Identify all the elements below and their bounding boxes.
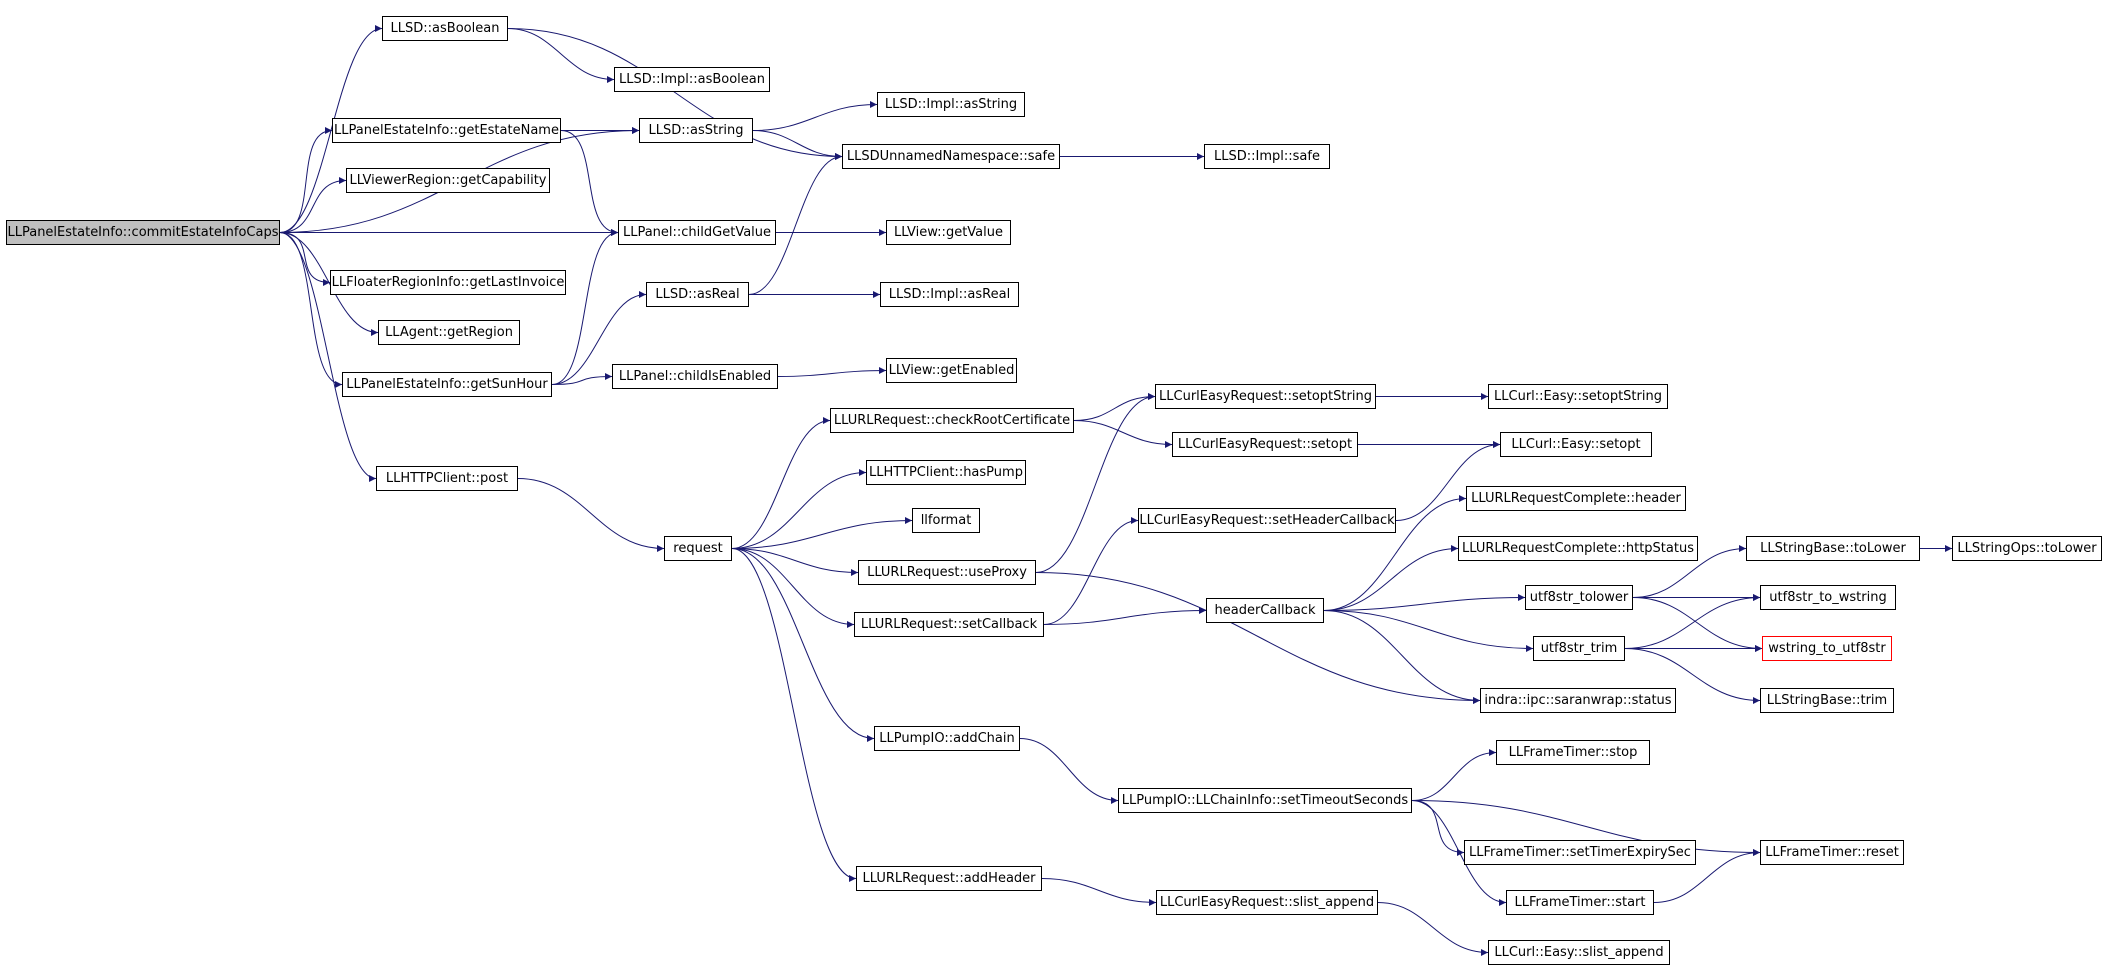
edge-addChain-to-setTimeoutSeconds [1019,738,1119,804]
node-impl-as-boolean[interactable]: LLSD::Impl::asBoolean [614,67,770,92]
node-easy-setopt-string[interactable]: LLCurl::Easy::setoptString [1488,384,1668,409]
node-to-lower[interactable]: LLStringBase::toLower [1746,536,1920,561]
edge-request-to-addChain [731,548,875,742]
node-setopt-string[interactable]: LLCurlEasyRequest::setoptString [1155,384,1376,409]
edge-root-to-getRegion [279,232,379,336]
node-http-status[interactable]: LLURLRequestComplete::httpStatus [1458,536,1698,561]
node-timer-stop[interactable]: LLFrameTimer::stop [1496,740,1650,765]
node-add-header[interactable]: LLURLRequest::addHeader [856,866,1042,891]
edge-utf8Trim-to-stringTrim [1624,648,1761,704]
edge-utf8Trim-to-utf8ToWstring [1624,594,1761,649]
edge-headerCallback-to-utf8Trim [1323,610,1534,652]
node-slist-append[interactable]: LLCurlEasyRequest::slist_append [1156,890,1378,915]
edge-headerCallback-to-saranwrap [1323,610,1481,704]
edge-addHeader-to-slistAppend [1041,878,1157,906]
node-set-header-callback[interactable]: LLCurlEasyRequest::setHeaderCallback [1138,508,1396,533]
node-utf8-trim[interactable]: utf8str_trim [1533,636,1625,661]
node-saranwrap[interactable]: indra::ipc::saranwrap::status [1480,688,1676,713]
node-easy-slist-append[interactable]: LLCurl::Easy::slist_append [1488,940,1670,965]
node-has-pump[interactable]: LLHTTPClient::hasPump [866,460,1026,485]
node-set-timer-expiry-sec[interactable]: LLFrameTimer::setTimerExpirySec [1464,840,1696,865]
edge-root-to-getEstateName [279,127,333,233]
node-child-is-enabled[interactable]: LLPanel::childIsEnabled [612,364,778,389]
node-post[interactable]: LLHTTPClient::post [376,466,518,491]
edge-checkRootCertificate-to-setoptString [1073,393,1156,421]
edge-getSunHour-to-childGetValue [551,229,619,385]
node-easy-setopt[interactable]: LLCurl::Easy::setopt [1500,432,1652,457]
edge-request-to-hasPump [731,469,867,549]
node-timer-reset[interactable]: LLFrameTimer::reset [1760,840,1904,865]
edge-asBoolean-to-implAsBoolean [507,28,615,83]
edge-request-to-addHeader [731,548,857,882]
node-request[interactable]: request [664,536,732,561]
edge-setCallback-to-headerCallback [1043,607,1207,625]
node-llformat[interactable]: llformat [912,508,980,533]
edge-request-to-checkRootCertificate [731,417,831,549]
node-impl-as-real[interactable]: LLSD::Impl::asReal [880,282,1019,307]
edge-root-to-getCapability [279,177,347,233]
edge-childIsEnabled-to-getEnabled [777,367,887,377]
edge-setCallback-to-setHeaderCallback [1043,517,1139,625]
node-wstring-to-utf8[interactable]: wstring_to_utf8str [1762,636,1892,661]
node-ops-to-lower[interactable]: LLStringOps::toLower [1952,536,2102,561]
edge-useProxy-to-saranwrap [1035,572,1481,704]
edge-utf8Tolower-to-toLower [1632,545,1747,598]
edge-setTimeoutSeconds-to-setTimerExpirySec [1411,800,1465,856]
node-set-callback[interactable]: LLURLRequest::setCallback [854,612,1044,637]
node-utf8-tolower[interactable]: utf8str_tolower [1525,585,1633,610]
node-get-enabled[interactable]: LLView::getEnabled [886,358,1017,383]
node-utf8-to-wstring[interactable]: utf8str_to_wstring [1760,585,1896,610]
edge-timerStart-to-timerReset [1653,849,1761,903]
node-add-chain[interactable]: LLPumpIO::addChain [874,726,1020,751]
edge-request-to-useProxy [731,548,859,576]
node-timer-start[interactable]: LLFrameTimer::start [1506,890,1654,915]
node-header-callback[interactable]: headerCallback [1206,598,1324,623]
node-as-string[interactable]: LLSD::asString [639,118,753,143]
node-get-value[interactable]: LLView::getValue [886,220,1011,245]
edge-root-to-post [279,232,377,482]
node-safe[interactable]: LLSDUnnamedNamespace::safe [842,144,1060,169]
node-setopt[interactable]: LLCurlEasyRequest::setopt [1172,432,1358,457]
edge-asReal-to-safe [748,153,843,295]
edge-useProxy-to-setoptString [1035,393,1156,573]
node-impl-safe[interactable]: LLSD::Impl::safe [1204,144,1330,169]
node-set-timeout-seconds[interactable]: LLPumpIO::LLChainInfo::setTimeoutSeconds [1118,788,1412,813]
edge-request-to-setCallback [731,548,855,628]
edge-post-to-request [517,478,665,552]
edge-utf8Tolower-to-wstringToUtf8 [1632,597,1763,652]
edge-slistAppend-to-easySlistAppend [1377,902,1489,956]
node-as-real[interactable]: LLSD::asReal [646,282,749,307]
node-root[interactable]: LLPanelEstateInfo::commitEstateInfoCaps [6,220,280,245]
edge-asBoolean-to-safe [507,28,843,160]
node-as-boolean[interactable]: LLSD::asBoolean [382,16,508,41]
node-use-proxy[interactable]: LLURLRequest::useProxy [858,560,1036,585]
edge-asString-to-implAsString [752,101,878,131]
edge-asString-to-safe [752,130,843,160]
edge-getEstateName-to-childGetValue [560,130,619,236]
edge-getSunHour-to-childIsEnabled [551,373,613,385]
edge-headerCallback-to-completeHeader [1323,495,1467,611]
node-complete-header[interactable]: LLURLRequestComplete::header [1466,486,1686,511]
node-child-get-value[interactable]: LLPanel::childGetValue [618,220,776,245]
edge-request-to-llformat [731,517,913,549]
edge-setHeaderCallback-to-easySetopt [1395,441,1501,521]
edge-setTimeoutSeconds-to-timerStop [1411,749,1497,801]
node-impl-as-string[interactable]: LLSD::Impl::asString [877,92,1025,117]
edge-setTimeoutSeconds-to-timerStart [1411,800,1507,906]
edge-headerCallback-to-httpStatus [1323,545,1459,611]
edge-getSunHour-to-asReal [551,291,647,385]
edge-headerCallback-to-utf8Tolower [1323,594,1526,611]
node-get-last-invoice[interactable]: LLFloaterRegionInfo::getLastInvoice [330,270,566,295]
node-get-region[interactable]: LLAgent::getRegion [378,320,520,345]
node-get-estate-name[interactable]: LLPanelEstateInfo::getEstateName [332,118,561,143]
edge-root-to-getSunHour [279,232,343,388]
edge-setTimeoutSeconds-to-timerReset [1411,800,1761,856]
node-check-root-certificate[interactable]: LLURLRequest::checkRootCertificate [830,408,1074,433]
node-string-trim[interactable]: LLStringBase::trim [1760,688,1894,713]
edge-checkRootCertificate-to-setopt [1073,420,1173,448]
node-get-capability[interactable]: LLViewerRegion::getCapability [346,168,550,193]
node-get-sun-hour[interactable]: LLPanelEstateInfo::getSunHour [342,372,552,397]
